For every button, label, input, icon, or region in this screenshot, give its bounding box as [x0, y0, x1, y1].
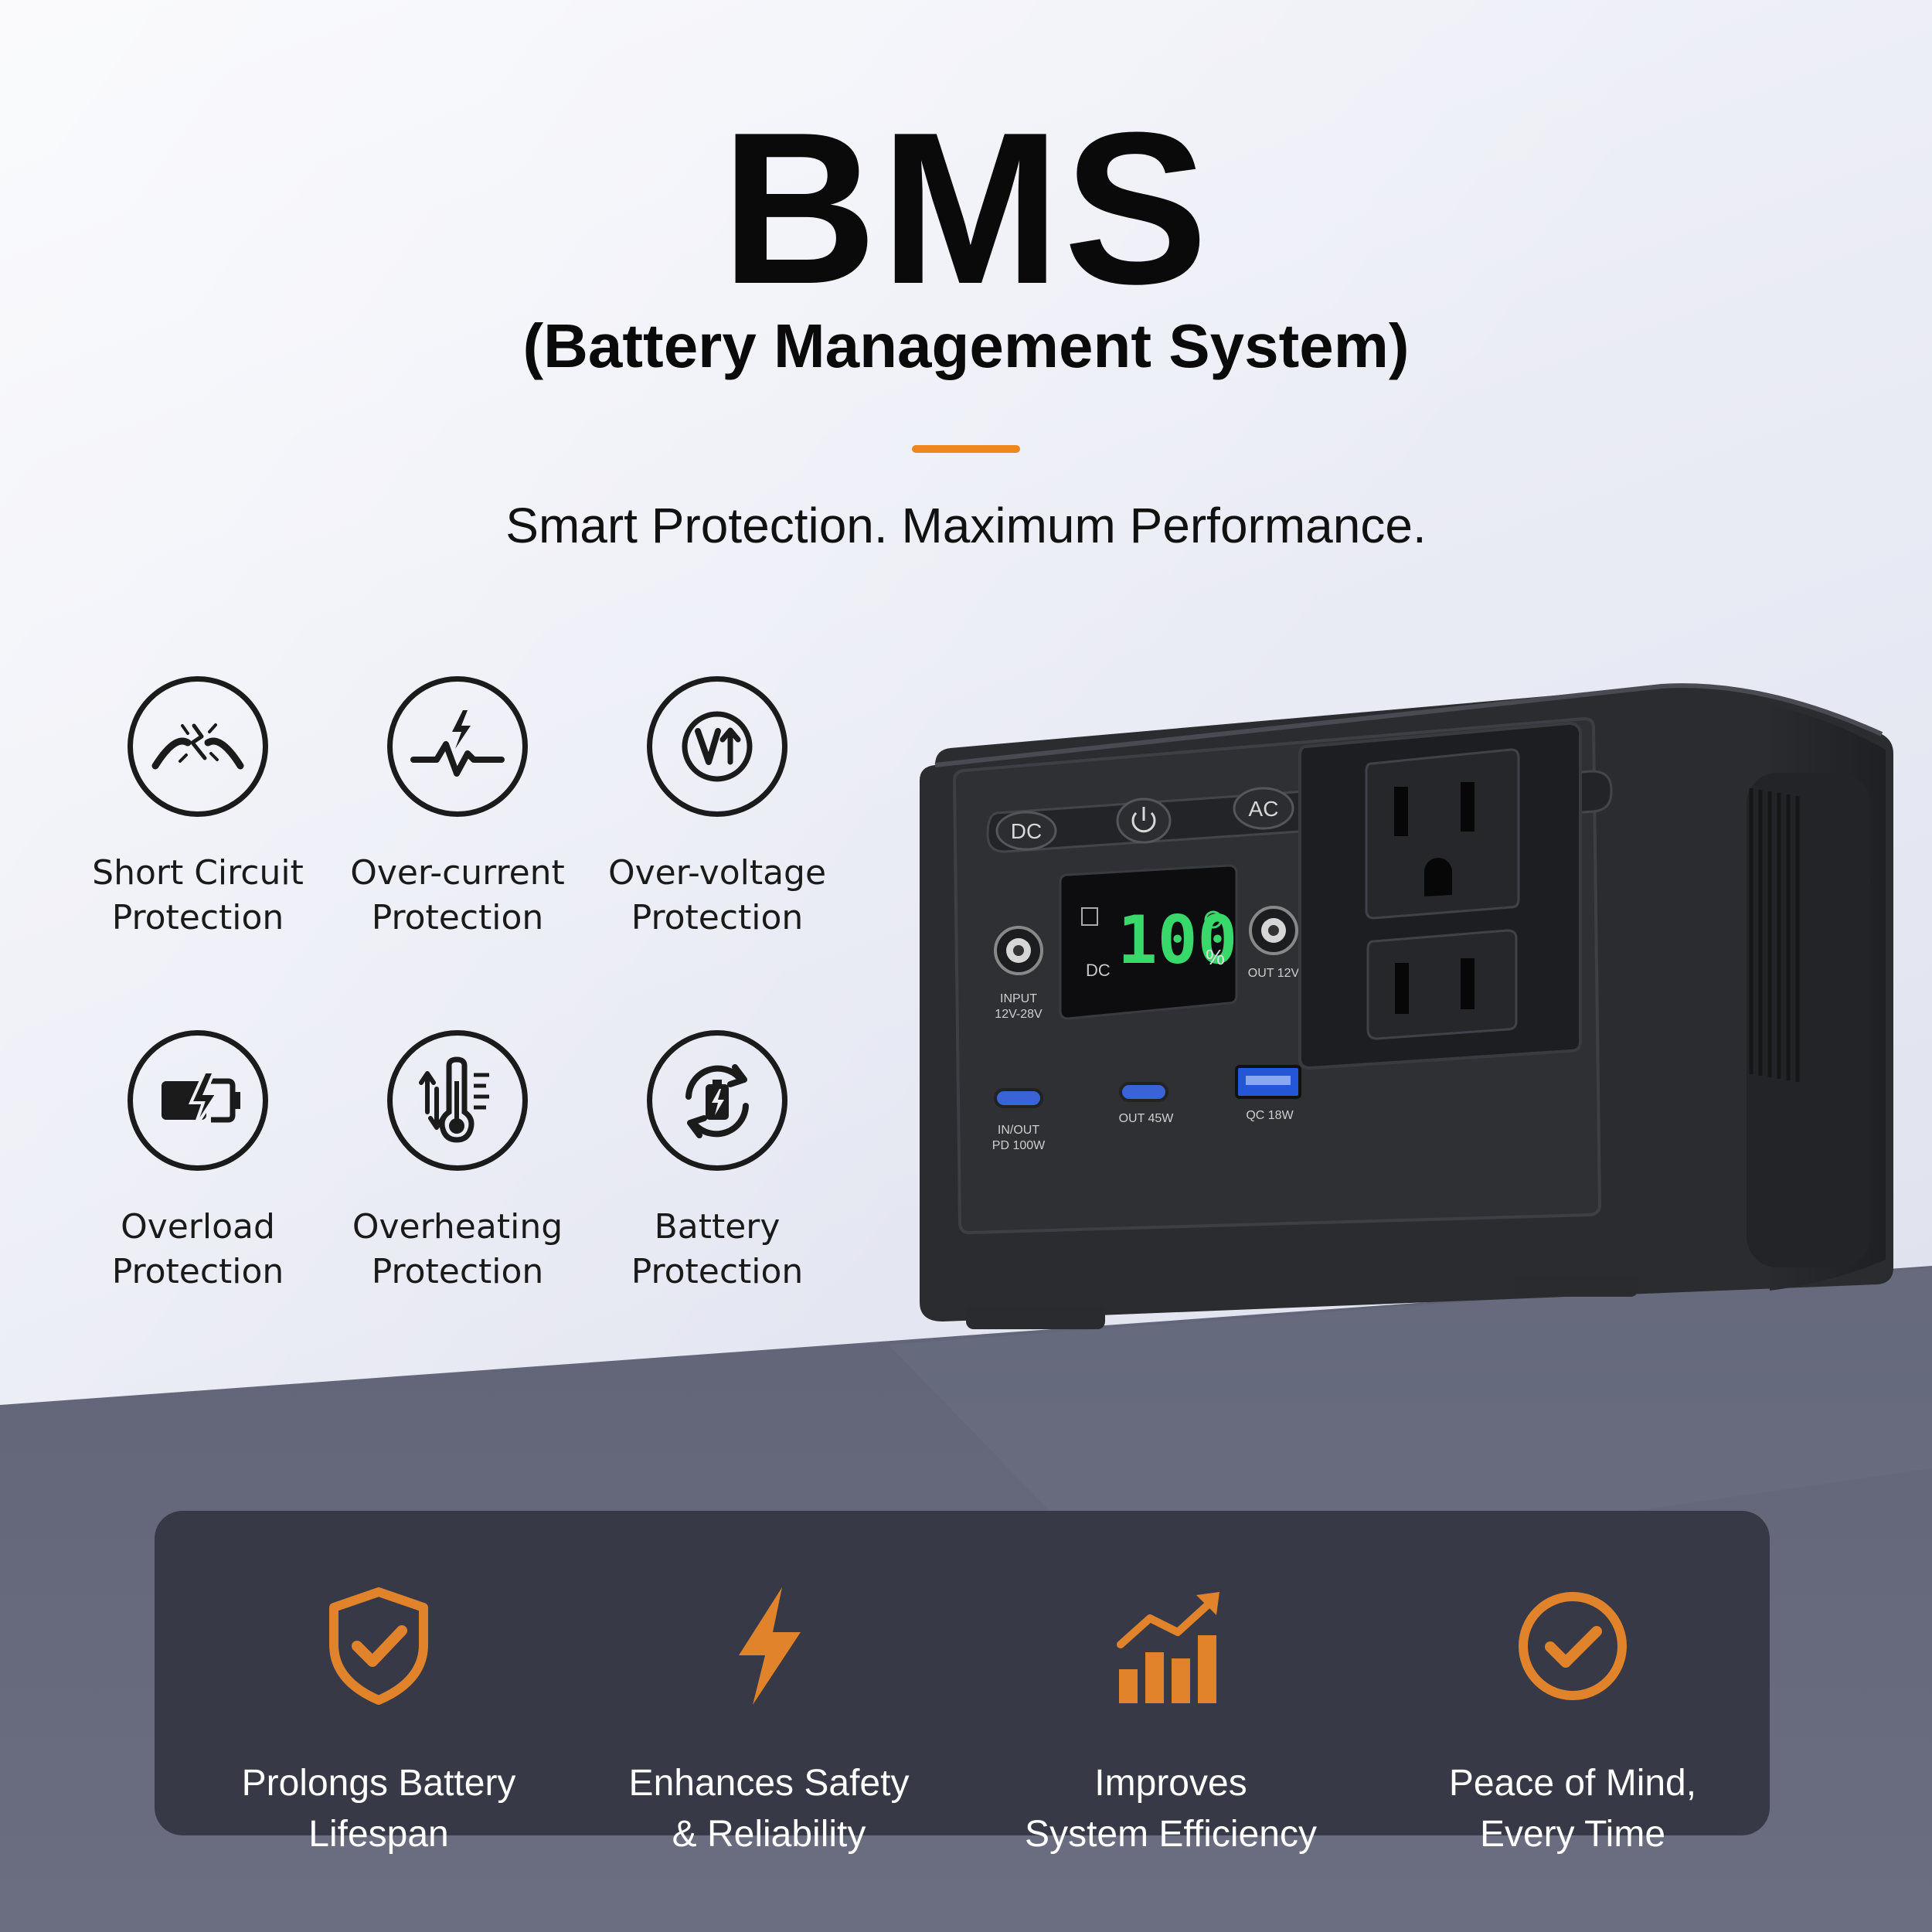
benefit-system-efficiency: Improves System Efficiency	[970, 1511, 1372, 1860]
benefit-safety-reliability: Enhances Safety & Reliability	[568, 1511, 970, 1860]
lightning-icon	[568, 1573, 970, 1719]
benefit-label-line1: Enhances Safety	[628, 1763, 910, 1804]
benefit-label-line2: Lifespan	[308, 1814, 449, 1855]
benefit-battery-lifespan: Prolongs Battery Lifespan	[178, 1511, 580, 1860]
overheating-icon	[387, 1030, 528, 1171]
benefit-label-line2: System Efficiency	[1025, 1814, 1317, 1855]
accent-divider	[912, 445, 1020, 453]
protection-label-line1: Short Circuit	[92, 853, 304, 893]
shield-check-icon	[178, 1573, 580, 1719]
protection-over-voltage: Over-voltage Protection	[586, 676, 849, 940]
protection-label-line1: Overload	[121, 1207, 275, 1247]
over-voltage-icon	[647, 676, 787, 817]
display-unit: %	[1206, 945, 1225, 969]
benefit-label-line1: Peace of Mind,	[1448, 1763, 1697, 1804]
out12v-port-label: OUT 12V	[1248, 967, 1300, 980]
benefit-label-line1: Improves	[1094, 1763, 1247, 1804]
benefit-label-line2: & Reliability	[672, 1814, 866, 1855]
benefit-peace-of-mind: Peace of Mind, Every Time	[1372, 1511, 1774, 1860]
protection-label-line2: Protection	[631, 1252, 804, 1291]
power-station-image: DC AC DC 100 % INPUT 12V-28V OUT 12V IN/…	[920, 683, 1893, 1329]
protection-short-circuit: Short Circuit Protection	[66, 676, 329, 940]
benefit-label-line2: Every Time	[1479, 1814, 1666, 1855]
check-circle-icon	[1372, 1573, 1774, 1719]
protection-overheating: Overheating Protection	[326, 1030, 589, 1294]
usbc-inout-label: IN/OUT	[998, 1124, 1039, 1137]
benefit-label-line1: Prolongs Battery	[241, 1763, 516, 1804]
input-port-label: INPUT	[1000, 992, 1037, 1005]
protection-label-line1: Over-voltage	[607, 853, 827, 893]
battery-protection-icon	[647, 1030, 787, 1171]
usbc-inout-power: PD 100W	[992, 1139, 1046, 1152]
dc-button-label: DC	[1011, 819, 1042, 843]
page-title: BMS	[720, 88, 1212, 329]
protection-label-line2: Protection	[111, 898, 284, 937]
protection-label-line2: Protection	[111, 1252, 284, 1291]
protection-battery: Battery Protection	[586, 1030, 849, 1294]
protection-overload: Overload Protection	[66, 1030, 329, 1294]
protection-label-line1: Overheating	[352, 1207, 563, 1247]
over-current-icon	[387, 676, 528, 817]
short-circuit-icon	[128, 676, 268, 817]
tagline: Smart Protection. Maximum Performance.	[505, 498, 1427, 553]
ac-button-label: AC	[1249, 797, 1279, 821]
usbc-out-label: OUT 45W	[1119, 1112, 1175, 1125]
protection-label-line2: Protection	[371, 898, 544, 937]
usba-qc-label: QC 18W	[1246, 1109, 1294, 1122]
input-port-voltage: 12V-28V	[995, 1008, 1043, 1021]
display-battery-level: 100	[1117, 902, 1237, 979]
protection-label-line2: Protection	[631, 898, 804, 937]
benefits-panel: Prolongs Battery Lifespan Enhances Safet…	[155, 1511, 1770, 1855]
protection-label-line1: Battery	[654, 1207, 781, 1247]
display-mode: DC	[1086, 961, 1111, 980]
protection-over-current: Over-current Protection	[326, 676, 589, 940]
growth-chart-icon	[970, 1573, 1372, 1719]
protection-label-line2: Protection	[371, 1252, 544, 1291]
protection-label-line1: Over-current	[350, 853, 565, 893]
overload-icon	[128, 1030, 268, 1171]
page-subtitle: (Battery Management System)	[522, 311, 1410, 380]
